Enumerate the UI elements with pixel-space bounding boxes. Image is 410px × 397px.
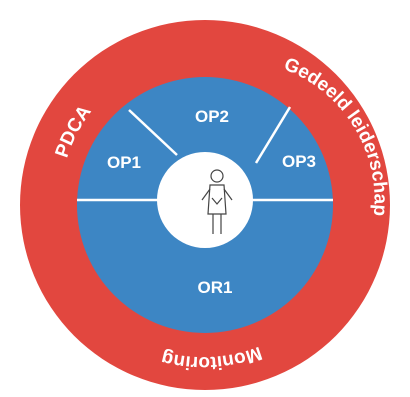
figure-head: [210, 169, 224, 183]
label-op2: OP2: [195, 107, 229, 126]
figure-arm-left: [201, 188, 211, 201]
figure-detail: [211, 197, 223, 205]
divider-upper-left: [128, 109, 178, 156]
segment-dividers: [77, 106, 333, 202]
label-op3: OP3: [282, 152, 316, 171]
figure-body: [207, 184, 227, 215]
stick-figure-icon: [201, 169, 233, 234]
divider-upper-right: [254, 106, 292, 164]
inner-labels: OP2 OP1 OP3 OR1: [107, 107, 316, 297]
label-or1: OR1: [198, 278, 233, 297]
label-op1: OP1: [107, 153, 141, 172]
center-circle: [157, 152, 253, 248]
figure-arm-right: [223, 188, 233, 201]
